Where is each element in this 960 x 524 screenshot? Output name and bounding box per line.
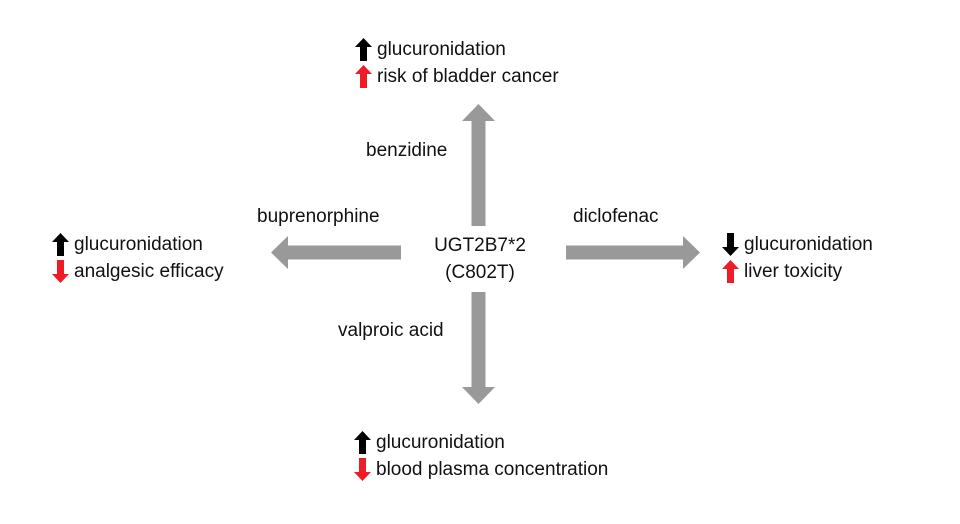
center-node-variant: (C802T) xyxy=(445,262,515,283)
outcome-label: glucuronidation xyxy=(377,39,506,60)
outcome-label: glucuronidation xyxy=(74,234,203,255)
outcome-label: risk of bladder cancer xyxy=(377,66,559,87)
down-arrow-red-icon xyxy=(52,260,69,283)
edge-label-buprenorphine: buprenorphine xyxy=(257,206,380,227)
down-arrow-red-icon xyxy=(354,458,371,481)
down-arrow-black-icon xyxy=(722,233,739,256)
connector-arrow-bottom xyxy=(462,292,495,404)
outcome-label: blood plasma concentration xyxy=(376,459,609,480)
edge-label-benzidine: benzidine xyxy=(366,140,448,161)
outcome-label: glucuronidation xyxy=(376,432,505,453)
connector-arrow-top xyxy=(462,104,495,226)
outcome-block-top: glucuronidation risk of bladder cancer xyxy=(355,36,559,90)
outcome-label: analgesic efficacy xyxy=(74,261,224,282)
up-arrow-black-icon xyxy=(355,38,372,61)
outcome-block-right: glucuronidation liver toxicity xyxy=(722,231,873,285)
outcome-label: liver toxicity xyxy=(744,261,843,282)
outcome-block-bottom: glucuronidation blood plasma concentrati… xyxy=(354,429,608,483)
outcome-row: glucuronidation xyxy=(722,231,873,258)
edge-label-diclofenac: diclofenac xyxy=(573,206,659,227)
outcome-row: risk of bladder cancer xyxy=(355,63,559,90)
outcome-block-left: glucuronidation analgesic efficacy xyxy=(52,231,224,285)
center-node-ugt2b7: UGT2B7*2 (C802T) xyxy=(400,232,560,286)
connector-arrow-right xyxy=(566,236,700,269)
outcome-row: liver toxicity xyxy=(722,258,873,285)
outcome-row: analgesic efficacy xyxy=(52,258,224,285)
up-arrow-black-icon xyxy=(52,233,69,256)
edge-label-valproic-acid: valproic acid xyxy=(338,320,444,341)
up-arrow-red-icon xyxy=(355,65,372,88)
outcome-row: blood plasma concentration xyxy=(354,456,608,483)
outcome-row: glucuronidation xyxy=(355,36,559,63)
center-node-gene: UGT2B7*2 xyxy=(434,235,526,256)
connector-arrow-left xyxy=(271,236,401,269)
outcome-row: glucuronidation xyxy=(354,429,608,456)
outcome-row: glucuronidation xyxy=(52,231,224,258)
up-arrow-black-icon xyxy=(354,431,371,454)
outcome-label: glucuronidation xyxy=(744,234,873,255)
up-arrow-red-icon xyxy=(722,260,739,283)
